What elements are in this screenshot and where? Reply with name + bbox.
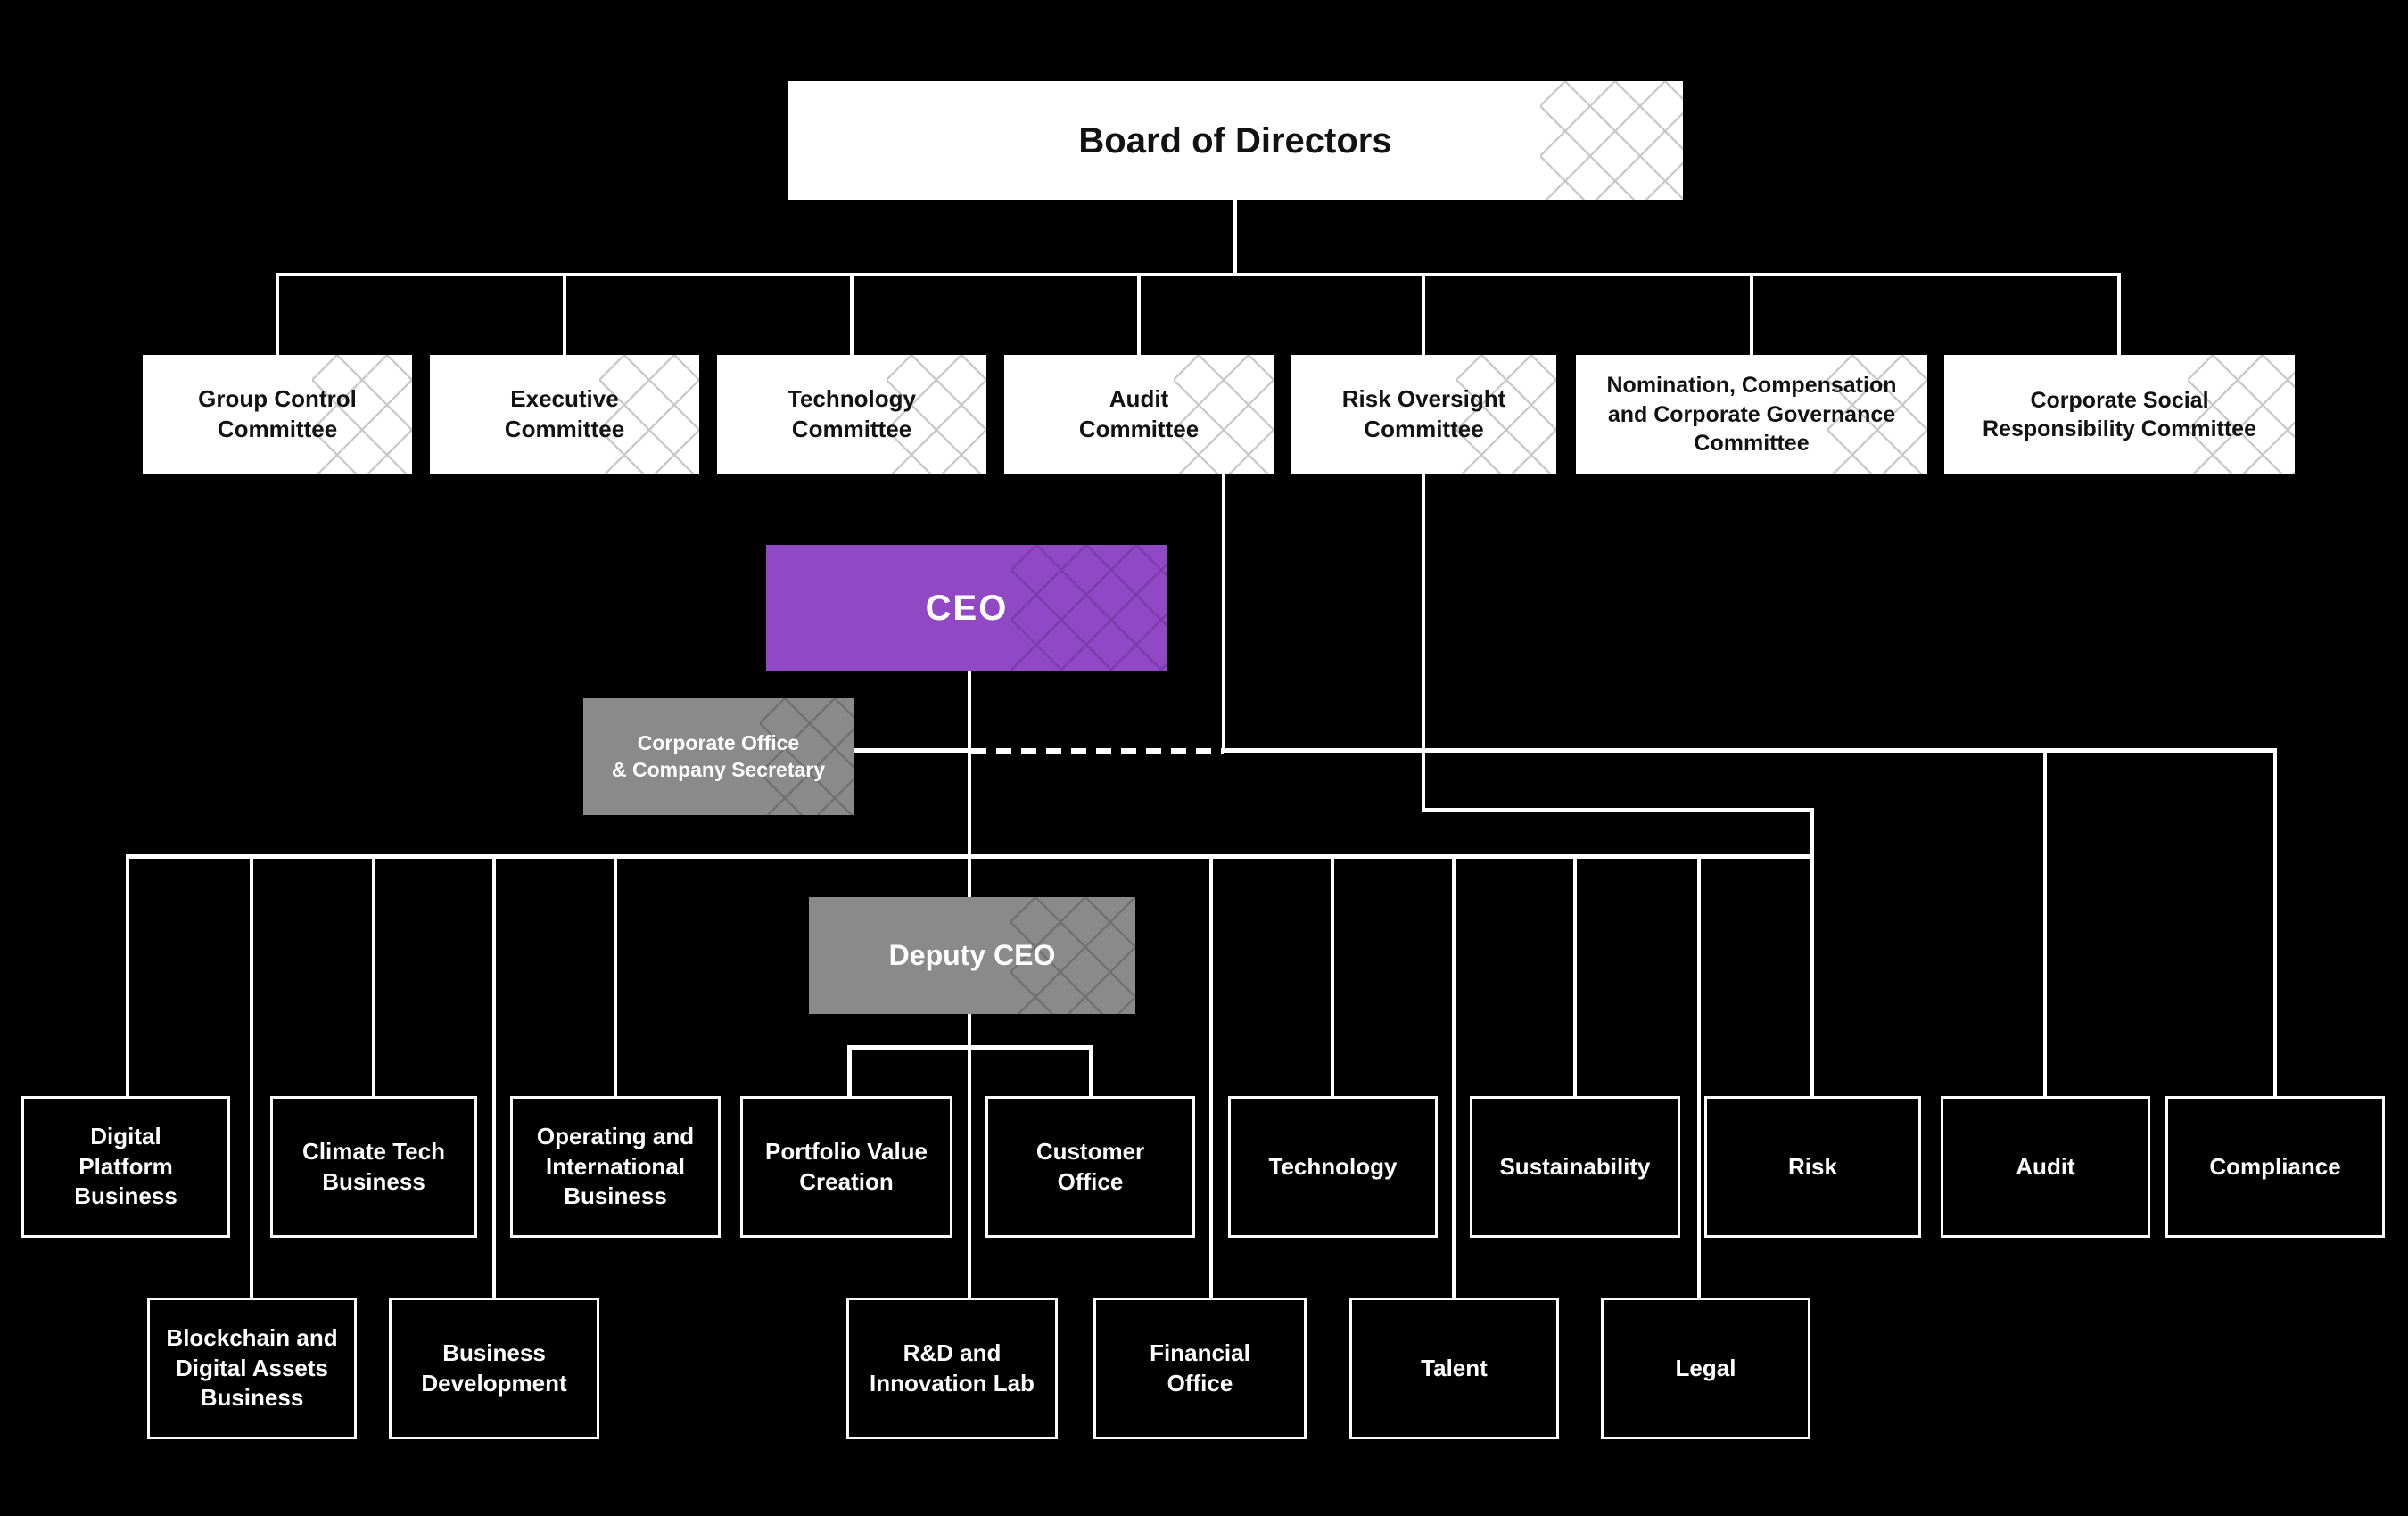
geometric-pattern-icon [1540,81,1683,200]
division-label: Portfolio Value Creation [764,1137,928,1195]
geometric-pattern-icon [887,355,986,474]
division-label: Operating and International Business [536,1122,695,1210]
division-label: Financial Office [1150,1339,1250,1397]
division-label: Sustainability [1499,1152,1651,1180]
division-risk: Risk [1704,1096,1921,1238]
committee-audit: Audit Committee [1004,355,1274,474]
connector-stub-committee-3 [850,273,854,355]
committee-label: Risk Oversight Committee [1341,385,1506,442]
connector-bracket-right-drop [1089,1045,1093,1100]
connector-stub-committee-4 [1137,273,1141,355]
geometric-pattern-icon [1456,355,1556,474]
deputy-ceo-box: Deputy CEO [809,897,1135,1014]
connector-deputy-bracket [847,1045,1093,1050]
committee-label: Audit Committee [1078,385,1200,442]
division-label: Business Development [421,1339,567,1397]
connector-audit-function-drop [2043,748,2047,1100]
division-blockchain-digital-assets: Blockchain and Digital Assets Business [147,1298,357,1439]
connector-drop-talent [1452,854,1456,1301]
division-climate-tech: Climate Tech Business [270,1096,477,1238]
geometric-pattern-icon [1010,897,1135,1014]
division-talent: Talent [1349,1298,1559,1439]
connector-drop-legal [1697,854,1701,1301]
connector-drop-digital-platform [126,854,129,1100]
division-label: R&D and Innovation Lab [870,1339,1035,1397]
deputy-ceo-label: Deputy CEO [888,938,1056,971]
division-audit: Audit [1941,1096,2150,1238]
division-business-development: Business Development [389,1298,599,1439]
geometric-pattern-icon [1011,545,1167,671]
committee-executive: Executive Committee [430,355,699,474]
connector-drop-operating [614,854,617,1100]
division-label: Talent [1421,1354,1488,1381]
ceo-box: CEO [766,545,1167,671]
connector-board-stub [1233,200,1237,276]
connector-risk-function-drop [1810,808,1814,1100]
connector-drop-business-dev [492,854,496,1301]
ceo-label: CEO [925,588,1009,628]
committee-label: Executive Committee [504,385,625,442]
connector-stub-committee-2 [563,273,566,355]
committee-label: Technology Committee [788,385,916,442]
connector-committee-rail [276,273,2121,276]
geometric-pattern-icon [1827,355,1927,474]
division-legal: Legal [1601,1298,1810,1439]
committee-nomination-governance: Nomination, Compensation and Corporate G… [1576,355,1927,474]
geometric-pattern-icon [760,698,854,815]
connector-drop-blockchain [250,854,253,1301]
connector-main-rail [126,854,1814,859]
connector-stub-committee-6 [1750,273,1753,355]
board-of-directors-box: Board of Directors [788,81,1683,200]
connector-stub-committee-7 [2117,273,2121,355]
division-label: Risk [1788,1152,1837,1180]
division-label: Digital Platform Business [74,1122,177,1210]
division-label: Audit [2016,1152,2075,1180]
corporate-office-box: Corporate Office & Company Secretary [583,698,854,815]
division-financial-office: Financial Office [1093,1298,1307,1439]
committee-label: Corporate Social Responsibility Committe… [1983,387,2256,442]
division-rd-innovation-lab: R&D and Innovation Lab [846,1298,1058,1439]
committee-label: Nomination, Compensation and Corporate G… [1606,373,1897,457]
committee-group-control: Group Control Committee [143,355,412,474]
connector-drop-sustainability [1573,854,1577,1100]
committee-label: Group Control Committee [198,385,357,442]
division-customer-office: Customer Office [985,1096,1195,1238]
division-label: Compliance [2209,1152,2341,1180]
committee-risk-oversight: Risk Oversight Committee [1291,355,1556,474]
division-label: Blockchain and Digital Assets Business [166,1323,338,1412]
committee-technology: Technology Committee [717,355,986,474]
connector-drop-climate-tech [372,854,375,1100]
connector-bracket-left-drop [847,1045,852,1100]
division-label: Climate Tech Business [302,1137,445,1195]
division-label: Technology [1268,1152,1398,1180]
geometric-pattern-icon [2188,355,2295,474]
connector-stub-committee-1 [276,273,279,355]
division-technology: Technology [1228,1096,1438,1238]
connector-drop-financial-office [1209,854,1213,1301]
division-operating-international: Operating and International Business [510,1096,721,1238]
connector-compliance-drop [2273,748,2277,1100]
connector-stub-committee-5 [1422,273,1425,355]
division-portfolio-value: Portfolio Value Creation [740,1096,952,1238]
board-of-directors-label: Board of Directors [1078,120,1392,161]
connector-dotted-link [971,748,1224,754]
connector-ceo-to-deputy [968,671,971,897]
connector-risk-committee-drop [1422,473,1425,812]
committee-csr: Corporate Social Responsibility Committe… [1944,355,2295,474]
division-digital-platform: Digital Platform Business [21,1096,230,1238]
connector-corporate-office-link [852,748,969,753]
division-label: Customer Office [1035,1137,1145,1195]
connector-risk-rail [1422,808,1814,812]
division-compliance: Compliance [2165,1096,2385,1238]
geometric-pattern-icon [312,355,412,474]
connector-drop-technology [1331,854,1334,1100]
connector-audit-rail [1222,748,2277,753]
connector-audit-committee-drop [1222,473,1225,751]
geometric-pattern-icon [1174,355,1274,474]
corporate-office-label: Corporate Office & Company Secretary [611,730,826,781]
division-label: Legal [1675,1354,1736,1381]
division-sustainability: Sustainability [1470,1096,1680,1238]
geometric-pattern-icon [599,355,699,474]
connector-deputy-down [968,1013,971,1301]
